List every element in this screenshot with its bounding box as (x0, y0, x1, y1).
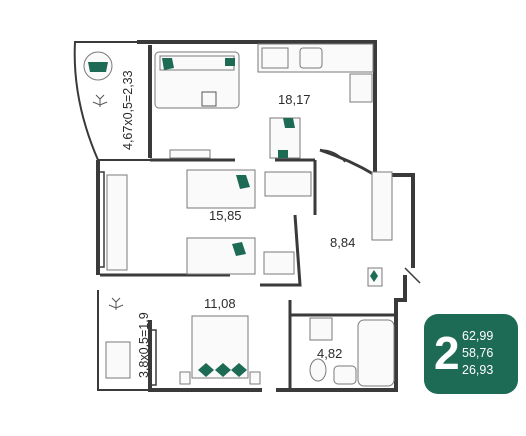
room-count: 2 (434, 327, 460, 379)
plant-icon-living (201, 91, 217, 107)
fridge (349, 73, 373, 103)
area-hallway: 8,84 (330, 235, 355, 250)
living-area: 58,76 (462, 346, 494, 360)
balcony-chair-accent (88, 62, 108, 72)
hall-plant-icon (370, 270, 378, 282)
toilet (309, 358, 327, 382)
washbasin (333, 365, 357, 385)
total-area: 62,99 (462, 329, 494, 343)
wardrobe-1b (263, 251, 295, 275)
wall-bedroom1-right (260, 160, 317, 287)
balcony-bottom-outline (97, 290, 150, 391)
wall-bedroom2-right (288, 300, 355, 390)
tv-stand (169, 149, 211, 159)
area-kitchen-living: 18,17 (278, 92, 311, 107)
apartment-summary-badge: 2 62,99 58,76 26,93 (424, 314, 518, 394)
nightstand-l (179, 371, 191, 385)
area-bathroom: 4,82 (317, 346, 342, 361)
door-arc-hall (319, 149, 421, 284)
nightstand-r (249, 371, 261, 385)
other-area: 26,93 (462, 363, 494, 377)
balcony-exercise (105, 341, 131, 379)
plant-icon-balcony (92, 94, 108, 107)
washing-machine (309, 317, 333, 341)
bed-2-pillow-icon (198, 363, 247, 377)
bathtub (357, 319, 395, 387)
area-bedroom-2: 11,08 (204, 296, 236, 311)
balcony-bottom-label: 3,8x0,5=1,9 (137, 312, 151, 378)
balcony-top-outline (73, 41, 150, 161)
sink (299, 47, 323, 69)
area-list: 62,99 58,76 26,93 (462, 328, 493, 379)
wall-hall (319, 148, 376, 177)
chair-icon (278, 118, 295, 158)
area-bedroom-1: 15,85 (209, 208, 242, 223)
plant-icon-balcony-bottom (108, 297, 124, 310)
bed-1b (186, 237, 256, 275)
window-bedroom1 (97, 171, 105, 268)
desk-1 (106, 174, 128, 271)
wardrobe-1 (264, 171, 312, 197)
balcony-top-label: 4,67x0,5=2,33 (121, 70, 135, 150)
stove (261, 47, 289, 69)
hall-closet (371, 171, 393, 241)
sofa-pillow-icon (162, 58, 235, 70)
window-bedroom2 (149, 329, 157, 386)
bed-pillow-icon (232, 175, 250, 256)
